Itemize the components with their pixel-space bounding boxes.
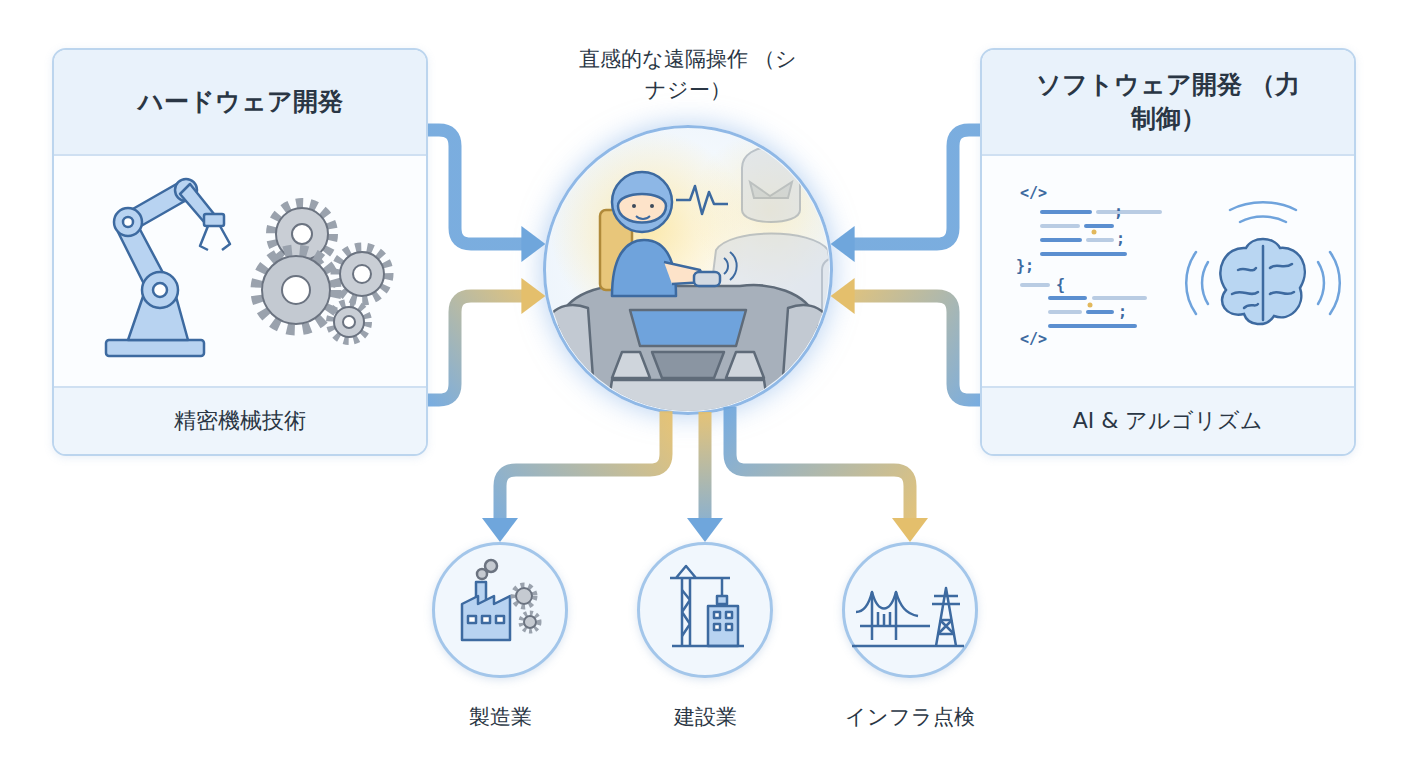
sector-label: 製造業: [400, 703, 600, 731]
sector-circle: インフラ点検: [842, 542, 978, 678]
code-glyph: };: [1016, 257, 1034, 275]
arrow-head: [892, 518, 928, 542]
header-text: ハードウェア開発: [105, 85, 375, 119]
flow-line: [428, 296, 523, 400]
sector-circle: 建設業: [637, 542, 773, 678]
sector-circle: 製造業: [432, 542, 568, 678]
code-glyph: </>: [1020, 330, 1047, 348]
code-glyph: ;: [1114, 203, 1123, 221]
arrow-head: [521, 226, 545, 262]
bridge-icon: [852, 588, 964, 646]
panel-header: ソフトウェア開発 （力制御）: [982, 50, 1354, 156]
flow-arrow: [730, 407, 928, 542]
footer-text: 精密機械技術: [174, 406, 306, 436]
robot-arm-icon: [106, 179, 230, 356]
teleoperation-illustration: [540, 130, 852, 420]
arrow-head: [687, 518, 723, 542]
hub-circle: 直感的な遠隔操作 （シナジー）: [543, 125, 833, 415]
code-glyph: ;: [1116, 230, 1125, 248]
brain-icon: [1186, 202, 1340, 324]
flow-line: [853, 296, 980, 400]
arrow-head: [831, 278, 855, 314]
signal-wave: [676, 186, 728, 214]
flow-arrow: [428, 278, 545, 400]
panel-header: ハードウェア開発: [54, 50, 426, 156]
code-glyph: ;: [1118, 303, 1127, 321]
panel-footer: 精密機械技術: [54, 386, 426, 454]
flow-arrow: [482, 411, 666, 542]
gears-icon: [256, 203, 389, 341]
flow-line: [699, 412, 712, 520]
flow-arrow: [687, 412, 723, 542]
crane-icon: [670, 566, 744, 646]
flow-arrow: [428, 130, 545, 262]
panel-box: ソフトウェア開発 （力制御） AI & アルゴリズム: [980, 48, 1356, 456]
arrow-head: [521, 278, 545, 314]
sector-label: インフラ点検: [810, 703, 1010, 731]
footer-text: AI & アルゴリズム: [1073, 406, 1264, 436]
flow-line: [730, 407, 910, 520]
flow-line: [428, 130, 523, 244]
factory-icon: [462, 560, 539, 640]
header-text: ソフトウェア開発 （力制御）: [1033, 68, 1303, 136]
flow-arrow: [831, 130, 980, 262]
flow-line: [500, 411, 666, 520]
code-glyph: {: [1056, 276, 1065, 294]
panel-box: ハードウェア開発精密機械技術: [52, 48, 428, 456]
sector-label: 建設業: [605, 703, 805, 731]
hub-title: 直感的な遠隔操作 （シナジー）: [568, 44, 808, 106]
arrow-head: [482, 518, 518, 542]
code-glyph: </>: [1020, 184, 1047, 202]
panel-footer: AI & アルゴリズム: [982, 386, 1354, 454]
arrow-head: [831, 226, 855, 262]
code-lines-icon: [1022, 212, 1160, 326]
flow-line: [853, 130, 980, 244]
flow-arrow: [831, 278, 980, 400]
